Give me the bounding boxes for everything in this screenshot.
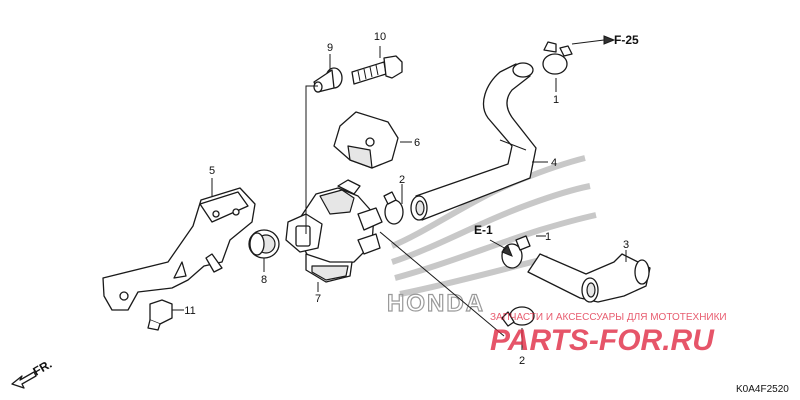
callout-5: 5 xyxy=(209,165,215,177)
callout-6: 6 xyxy=(414,137,420,149)
part-11-bolt[interactable] xyxy=(147,299,173,331)
e1-arrow-icon xyxy=(501,245,513,257)
callout-3: 3 xyxy=(623,239,629,251)
part-8-grommet[interactable] xyxy=(248,229,280,259)
part-1-clamp-top[interactable] xyxy=(542,41,573,75)
leader-lines xyxy=(172,39,627,350)
part-6-cover[interactable] xyxy=(333,111,399,169)
callout-8: 8 xyxy=(261,274,267,286)
site-watermark: ЗАПЧАСТИ И АКСЕССУАРЫ ДЛЯ МОТОТЕХНИКИ PA… xyxy=(490,312,727,357)
front-direction-arrow: FR. xyxy=(11,357,54,389)
ref-f25-label[interactable]: F-25 xyxy=(614,33,639,47)
drawing-code: K0A4F2520 xyxy=(736,384,789,395)
callout-4: 4 xyxy=(551,157,557,169)
ref-e1-label[interactable]: E-1 xyxy=(474,223,493,237)
part-3-hose[interactable] xyxy=(527,253,651,303)
part-2-clamp-mid[interactable] xyxy=(383,191,404,225)
f25-arrow-icon xyxy=(603,35,616,45)
site-logo: PARTS-FOR.RU xyxy=(490,324,715,357)
part-5-bracket[interactable] xyxy=(102,187,256,311)
part-9-collar[interactable] xyxy=(313,67,343,93)
callout-2-mid: 2 xyxy=(399,174,405,186)
callout-2-bottom: 2 xyxy=(519,355,525,367)
callout-10: 10 xyxy=(374,31,386,43)
honda-watermark-text: HONDA xyxy=(387,290,485,317)
callout-11: 11 xyxy=(184,305,195,317)
part-2-clamp-bottom[interactable] xyxy=(501,306,535,327)
honda-wing-watermark: HONDA xyxy=(386,155,597,318)
callout-7: 7 xyxy=(315,293,321,305)
site-tagline: ЗАПЧАСТИ И АКСЕССУАРЫ ДЛЯ МОТОТЕХНИКИ xyxy=(490,312,727,323)
part-7-valve[interactable] xyxy=(285,179,383,283)
part-10-bolt[interactable] xyxy=(351,55,403,85)
callout-1-mid: 1 xyxy=(545,231,551,243)
callout-9: 9 xyxy=(327,42,333,54)
part-4-hose[interactable] xyxy=(410,62,537,221)
callout-1-top: 1 xyxy=(553,94,559,106)
